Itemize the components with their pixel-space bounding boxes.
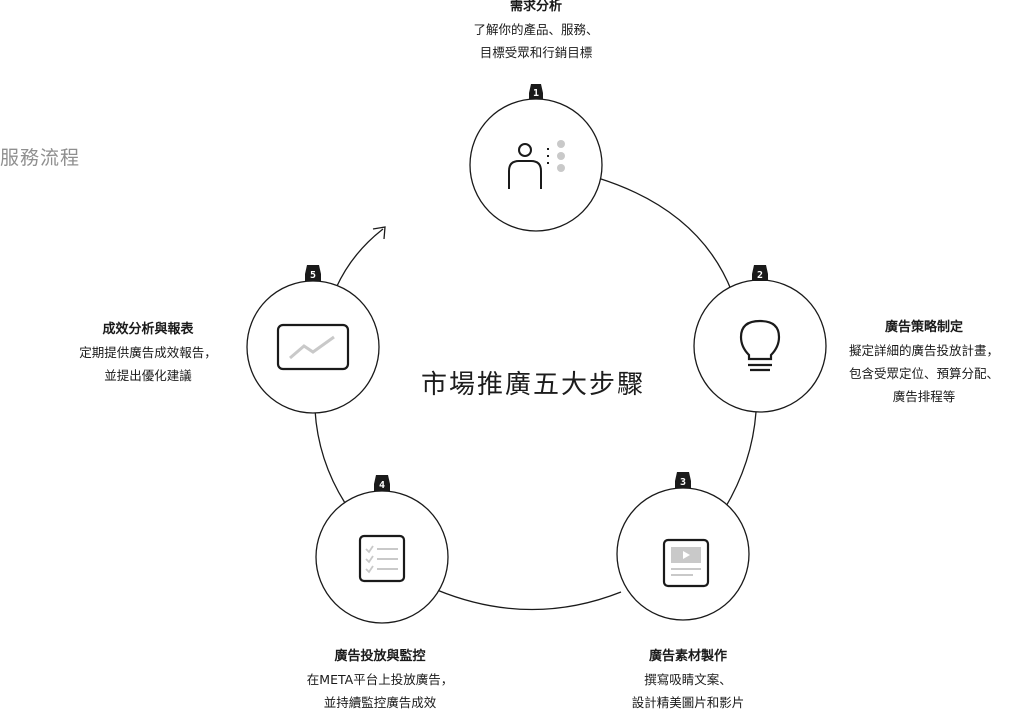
step-5-text: 成效分析與報表 定期提供廣告成效報告， 並提出優化建議 bbox=[40, 318, 256, 387]
step-4-desc-line-1: 在META平台上投放廣告， bbox=[306, 672, 454, 687]
step-1-desc-line-2: 目標受眾和行銷目標 bbox=[479, 45, 593, 60]
step-1-number: 1 bbox=[533, 88, 539, 99]
step-5-desc-line-2: 並提出優化建議 bbox=[104, 368, 192, 383]
connector-2-3 bbox=[721, 411, 757, 514]
step-1-title: 需求分析 bbox=[509, 0, 562, 14]
person-broadcast-icon bbox=[508, 140, 565, 189]
step-5-node: 5 bbox=[246, 265, 380, 414]
step-5-title: 成效分析與報表 bbox=[102, 322, 194, 337]
step-3-number: 3 bbox=[680, 477, 686, 488]
step-3-desc-line-1: 撰寫吸睛文案、 bbox=[644, 672, 732, 687]
arrowhead bbox=[372, 226, 386, 240]
connector-5-1-arrow bbox=[335, 228, 384, 289]
checklist-icon bbox=[358, 534, 406, 583]
step-3-node: 3 bbox=[616, 472, 750, 621]
center-title: 市場推廣五大步驟 bbox=[420, 370, 645, 400]
connector-1-2 bbox=[597, 177, 733, 293]
step-4-number: 4 bbox=[379, 480, 385, 491]
step-4-text: 廣告投放與監控 在META平台上投放廣告， 並持續監控廣告成效 bbox=[265, 645, 495, 714]
step-4-node: 4 bbox=[315, 475, 449, 624]
step-1-desc-line-1: 了解你的產品、服務、 bbox=[473, 22, 599, 37]
section-label: 服務流程 bbox=[0, 147, 81, 169]
trend-chart-icon bbox=[276, 323, 350, 371]
step-3-text: 廣告素材製作 撰寫吸睛文案、 設計精美圖片和影片 bbox=[578, 645, 798, 714]
step-1-text: 需求分析 了解你的產品、服務、 目標受眾和行銷目標 bbox=[396, 0, 676, 64]
step-2-desc-line-1: 擬定詳細的廣告投放計畫， bbox=[848, 343, 999, 358]
step-3-desc-line-2: 設計精美圖片和影片 bbox=[631, 695, 745, 710]
step-4-desc-line-2: 並持續監控廣告成效 bbox=[323, 695, 437, 710]
step-2-desc-line-2: 包含受眾定位、預算分配、 bbox=[848, 366, 999, 381]
step-2-text: 廣告策略制定 擬定詳細的廣告投放計畫， 包含受眾定位、預算分配、 廣告排程等 bbox=[824, 316, 1024, 408]
lightbulb-icon bbox=[739, 319, 781, 372]
step-3-title: 廣告素材製作 bbox=[648, 649, 727, 664]
step-2-desc-line-3: 廣告排程等 bbox=[892, 389, 956, 404]
video-card-icon bbox=[662, 538, 710, 588]
step-2-node: 2 bbox=[693, 265, 827, 413]
step-2-number: 2 bbox=[757, 270, 763, 281]
step-4-title: 廣告投放與監控 bbox=[334, 649, 426, 664]
step-5-desc-line-1: 定期提供廣告成效報告， bbox=[79, 345, 217, 360]
step-2-title: 廣告策略制定 bbox=[884, 320, 963, 335]
step-1-node: 1 bbox=[469, 84, 603, 232]
step-5-number: 5 bbox=[310, 270, 316, 281]
connector-4-5 bbox=[314, 409, 346, 504]
connector-3-4 bbox=[436, 589, 622, 611]
